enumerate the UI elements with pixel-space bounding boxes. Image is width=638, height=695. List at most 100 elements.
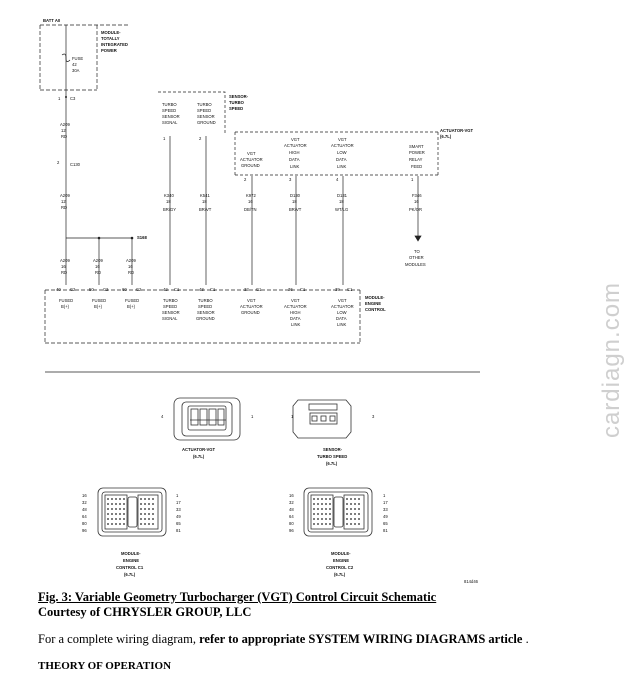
svg-text:ENGINE: ENGINE <box>333 558 349 563</box>
ecm-conn-42: C1 <box>174 287 180 292</box>
note-suffix: . <box>522 632 529 646</box>
ecm-module-label: MODULE- ENGINE CONTROL <box>365 295 386 312</box>
svg-text:48: 48 <box>289 507 294 512</box>
c130-pin: 2 <box>57 160 60 165</box>
svg-text:SENSOR-: SENSOR- <box>323 447 343 452</box>
svg-text:RD: RD <box>61 270 67 275</box>
watermark: cardiagn.com <box>598 281 625 439</box>
svg-text:TO: TO <box>414 249 420 254</box>
ecm-c2-connector-label: MODULE- ENGINE CONTROL C2 (6.7L) <box>326 551 354 577</box>
actuator-pin-4: 4 <box>336 177 339 182</box>
svg-text:33: 33 <box>176 507 181 512</box>
svg-text:VGT: VGT <box>291 137 300 142</box>
sensor-conn-pin-left: 1 <box>291 414 294 419</box>
svg-text:(6.7L): (6.7L) <box>124 572 136 577</box>
fused-label-1: FUSED B(+) <box>59 298 73 309</box>
svg-text:32: 32 <box>289 500 294 505</box>
tip-module-label: MODULE- TOTALLY INTEGRATED POWER <box>101 30 128 53</box>
fused-label-3: FUSED B(+) <box>125 298 139 309</box>
svg-text:LOW: LOW <box>337 310 347 315</box>
svg-text:A209: A209 <box>93 258 103 263</box>
ecm-vgt-ground-label: VGT ACTUATOR GROUND <box>240 298 263 315</box>
svg-text:LINK: LINK <box>291 322 301 327</box>
svg-text:49: 49 <box>176 514 181 519</box>
ecm-c1-pin-grid <box>107 498 154 525</box>
svg-text:81: 81 <box>383 528 388 533</box>
fused-pin-50: 50 <box>89 287 94 292</box>
svg-text:VGT: VGT <box>247 151 256 156</box>
fused-conn-60: C2 <box>136 287 142 292</box>
svg-text:LINK: LINK <box>337 164 347 169</box>
svg-text:D131: D131 <box>337 193 348 198</box>
svg-text:SMART: SMART <box>409 144 424 149</box>
sensor-pin-signal-label: TURBO SPEED SENSOR SIGNAL <box>162 102 180 125</box>
splice-wire-2: A209 16 RD <box>93 258 103 275</box>
svg-text:A209: A209 <box>126 258 136 263</box>
svg-text:DATA: DATA <box>336 157 347 162</box>
c130-label: C130 <box>70 162 81 167</box>
svg-text:48: 48 <box>82 507 87 512</box>
svg-text:(6.7L): (6.7L) <box>326 461 338 466</box>
svg-text:MODULES: MODULES <box>405 262 426 267</box>
ecm-conn-39: C1 <box>347 287 353 292</box>
svg-text:49: 49 <box>383 514 388 519</box>
svg-text:ACTUATOR: ACTUATOR <box>331 143 354 148</box>
svg-text:30A: 30A <box>72 68 80 73</box>
svg-text:RD: RD <box>95 270 101 275</box>
svg-text:BR/VT: BR/VT <box>199 207 212 212</box>
ecm-vgt-high-label: VGT ACTUATOR HIGH DATA LINK <box>284 298 307 327</box>
svg-text:16: 16 <box>95 264 100 269</box>
svg-text:SENSOR: SENSOR <box>197 114 215 119</box>
splice-wire-1: A209 16 RD <box>60 258 70 275</box>
svg-text:FUSE: FUSE <box>72 56 83 61</box>
actuator-conn-pin-right: 1 <box>251 414 254 419</box>
actuator-connector-label: ACTUATOR-VGT (6.7L) <box>182 447 216 459</box>
svg-text:65: 65 <box>176 521 181 526</box>
svg-text:SIGNAL: SIGNAL <box>162 120 178 125</box>
svg-text:BR/GY: BR/GY <box>163 207 176 212</box>
svg-text:VGT: VGT <box>247 298 256 303</box>
svg-text:CONTROL C2: CONTROL C2 <box>326 565 354 570</box>
svg-text:(6.7L): (6.7L) <box>334 572 346 577</box>
svg-text:SIGNAL: SIGNAL <box>162 316 178 321</box>
sensor-pin-1: 1 <box>163 136 166 141</box>
svg-text:1: 1 <box>176 493 179 498</box>
svg-text:81: 81 <box>176 528 181 533</box>
sensor-connector-label: SENSOR- TURBO SPEED (6.7L) <box>317 447 347 466</box>
svg-text:MODULE-: MODULE- <box>121 551 141 556</box>
svg-text:RELAY: RELAY <box>409 157 423 162</box>
svg-text:ACTUATOR: ACTUATOR <box>284 304 307 309</box>
svg-text:A209: A209 <box>60 122 70 127</box>
actuator-low-data-label: VGT ACTUATOR LOW DATA LINK <box>331 137 354 169</box>
svg-text:CONTROL: CONTROL <box>365 307 386 312</box>
svg-text:HIGH: HIGH <box>289 150 299 155</box>
actuator-pin-2: 2 <box>244 177 247 182</box>
svg-text:ACTUATOR-VGT: ACTUATOR-VGT <box>182 447 216 452</box>
svg-text:16: 16 <box>128 264 133 269</box>
svg-text:TURBO: TURBO <box>198 298 213 303</box>
fused-conn-40: C2 <box>70 287 76 292</box>
svg-text:SPEED: SPEED <box>197 108 211 113</box>
svg-text:TURBO: TURBO <box>197 102 212 107</box>
svg-text:96: 96 <box>289 528 294 533</box>
sensor-pin-ground-label: TURBO SPEED SENSOR GROUND <box>197 102 216 125</box>
svg-text:12: 12 <box>61 128 66 133</box>
c3-label: C3 <box>70 96 76 101</box>
svg-text:WT/LG: WT/LG <box>335 207 348 212</box>
svg-text:LINK: LINK <box>337 322 347 327</box>
svg-text:K340: K340 <box>164 193 174 198</box>
svg-text:POWER: POWER <box>409 150 425 155</box>
svg-text:DATA: DATA <box>289 157 300 162</box>
svg-text:GROUND: GROUND <box>197 120 216 125</box>
wire-k972: K972 16 DB/TN <box>244 193 257 212</box>
svg-text:ACTUATOR-VGT: ACTUATOR-VGT <box>440 128 474 133</box>
svg-text:FUSED: FUSED <box>59 298 73 303</box>
ecm-turbo-signal-label: TURBO SPEED SENSOR SIGNAL <box>162 298 180 321</box>
svg-text:OTHER: OTHER <box>409 255 424 260</box>
svg-text:FUSED: FUSED <box>125 298 139 303</box>
wire-a209-lower: A209 12 RD <box>60 193 70 210</box>
svg-text:VGT: VGT <box>338 298 347 303</box>
svg-text:MODULE-: MODULE- <box>365 295 385 300</box>
svg-text:16: 16 <box>61 264 66 269</box>
ecm-conn-33: C1 <box>256 287 262 292</box>
